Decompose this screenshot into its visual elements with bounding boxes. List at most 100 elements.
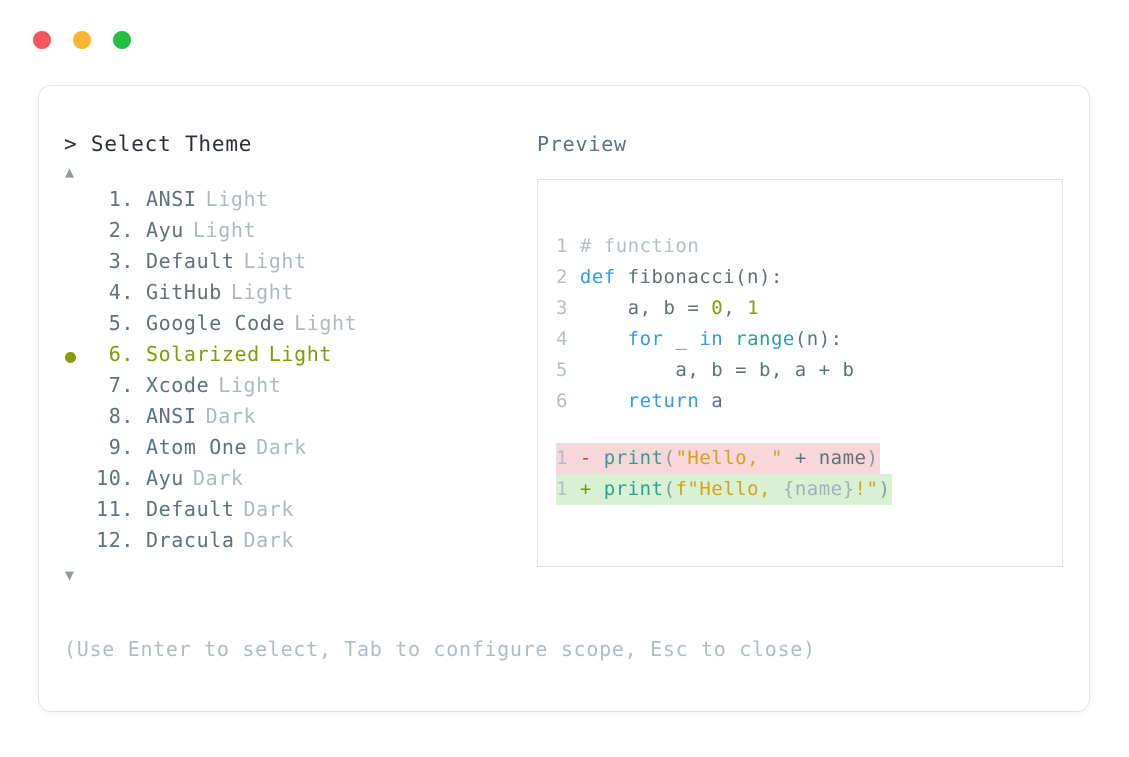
theme-item-number: 3. [108,249,134,273]
code-token: a [699,390,724,412]
theme-item-variant: Light [205,187,269,211]
code-token: def [567,266,616,288]
code-token: (n): [794,328,843,350]
theme-item-name: Ayu [146,466,184,490]
theme-item-number: 4. [108,280,134,304]
line-number: 5 [556,359,568,381]
code-token: + name [782,447,867,469]
code-line: 1 # function [556,231,1056,262]
theme-item-number: 11. [96,497,134,521]
theme-list-item[interactable]: 11. Default Dark [64,497,524,528]
selection-bullet-slot [64,218,90,249]
selection-bullet-slot [64,342,90,373]
theme-item-name: Google Code [146,311,286,335]
code-token: 0 [711,297,724,319]
close-button[interactable] [33,31,51,49]
scroll-down-icon[interactable]: ▼ [65,566,75,584]
diff-sample: 1 - print("Hello, " + name)1 + print(f"H… [556,443,1056,505]
line-number: 1 [556,235,568,257]
code-token: {name} [782,478,855,500]
selection-bullet-slot [64,404,90,435]
diff-plus-marker: + [567,478,592,500]
selection-bullet-slot [64,280,90,311]
code-token: a, b = [567,297,712,319]
code-token: ( [663,478,676,500]
code-line: 4 for _ in range(n): [556,324,1056,355]
selection-bullet-slot [64,311,90,342]
code-token: # function [567,235,700,257]
code-token: (n): [735,266,783,288]
theme-item-variant: Light [268,342,332,366]
theme-item-name: Default [146,249,235,273]
theme-item-variant: Dark [243,528,295,552]
scroll-up-icon[interactable]: ▲ [65,163,75,181]
theme-item-variant: Light [192,218,257,242]
theme-item-name: GitHub [146,280,222,304]
theme-list-item[interactable]: 4. GitHub Light [64,280,524,311]
code-token: ) [866,447,879,469]
code-token: print [603,447,664,469]
code-token [592,447,604,469]
code-token [592,478,604,500]
theme-item-number: 10. [96,466,134,490]
code-line: 3 a, b = 0, 1 [556,293,1056,324]
code-token [568,390,628,412]
theme-item-number: 7. [108,373,134,397]
code-token: for [627,328,664,350]
theme-list-item[interactable]: 10. Ayu Dark [64,466,524,497]
theme-item-variant: Dark [205,404,257,428]
theme-item-number: 12. [96,528,134,552]
code-token: f"Hello, [675,478,783,500]
code-token: range [735,328,795,350]
theme-item-variant: Light [230,280,295,304]
selected-bullet-icon [65,352,76,363]
line-number: 4 [556,328,568,350]
line-number: 2 [556,266,568,288]
minimize-button[interactable] [73,31,91,49]
code-token: in [699,328,724,350]
theme-item-variant: Dark [243,497,295,521]
selection-bullet-slot [64,466,90,497]
preview-label: Preview [537,132,627,156]
code-token: print [603,478,664,500]
theme-item-name: Default [146,497,235,521]
selection-bullet-slot [64,528,90,559]
theme-item-name: ANSI [146,404,197,428]
maximize-button[interactable] [113,31,131,49]
line-number: 6 [556,390,568,412]
code-token: !" [854,478,879,500]
theme-item-variant: Dark [256,435,307,459]
code-line: 2 def fibonacci(n): [556,262,1056,293]
code-token: ( [663,447,676,469]
theme-item-number: 1. [108,187,134,211]
code-line: 5 a, b = b, a + b [556,355,1056,386]
theme-item-number: 9. [108,435,134,459]
keyboard-hint: (Use Enter to select, Tab to configure s… [64,637,816,661]
theme-item-number: 2. [108,218,134,242]
selection-bullet-slot [64,497,90,528]
diff-line-removed: 1 - print("Hello, " + name) [556,443,881,474]
theme-item-name: Atom One [146,435,248,459]
code-token: a, b = b, a + b [567,359,855,381]
selection-bullet-slot [64,249,90,280]
selection-bullet-slot [64,373,90,404]
line-number: 3 [556,297,568,319]
diff-minus-marker: - [567,447,592,469]
code-token: fibonacci [615,266,736,288]
theme-item-variant: Dark [192,466,244,490]
theme-item-number: 6. [108,342,134,366]
theme-list-item[interactable]: 9. Atom One Dark [64,435,524,466]
